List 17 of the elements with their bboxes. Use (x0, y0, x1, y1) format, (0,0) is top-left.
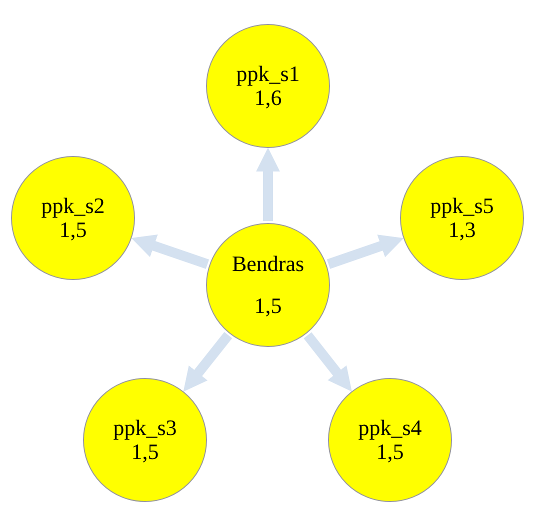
node-label: ppk_s3 (113, 416, 177, 440)
node-label: ppk_s1 (236, 62, 300, 86)
node-value: 1,6 (254, 86, 282, 110)
node-label: Bendras (232, 252, 304, 276)
node-value: 1,5 (254, 294, 282, 318)
node-label: ppk_s4 (358, 416, 422, 440)
arrow (183, 332, 232, 392)
arrow (256, 148, 280, 221)
node-value: 1,5 (376, 440, 404, 464)
node-value: 1,5 (59, 218, 87, 242)
node-label: ppk_s2 (41, 194, 105, 218)
arrow (326, 234, 404, 269)
node-label: ppk_s5 (430, 194, 494, 218)
arrow (304, 332, 352, 392)
node-value: 1,5 (131, 440, 159, 464)
arrow (131, 234, 210, 269)
node-value: 1,3 (448, 218, 476, 242)
